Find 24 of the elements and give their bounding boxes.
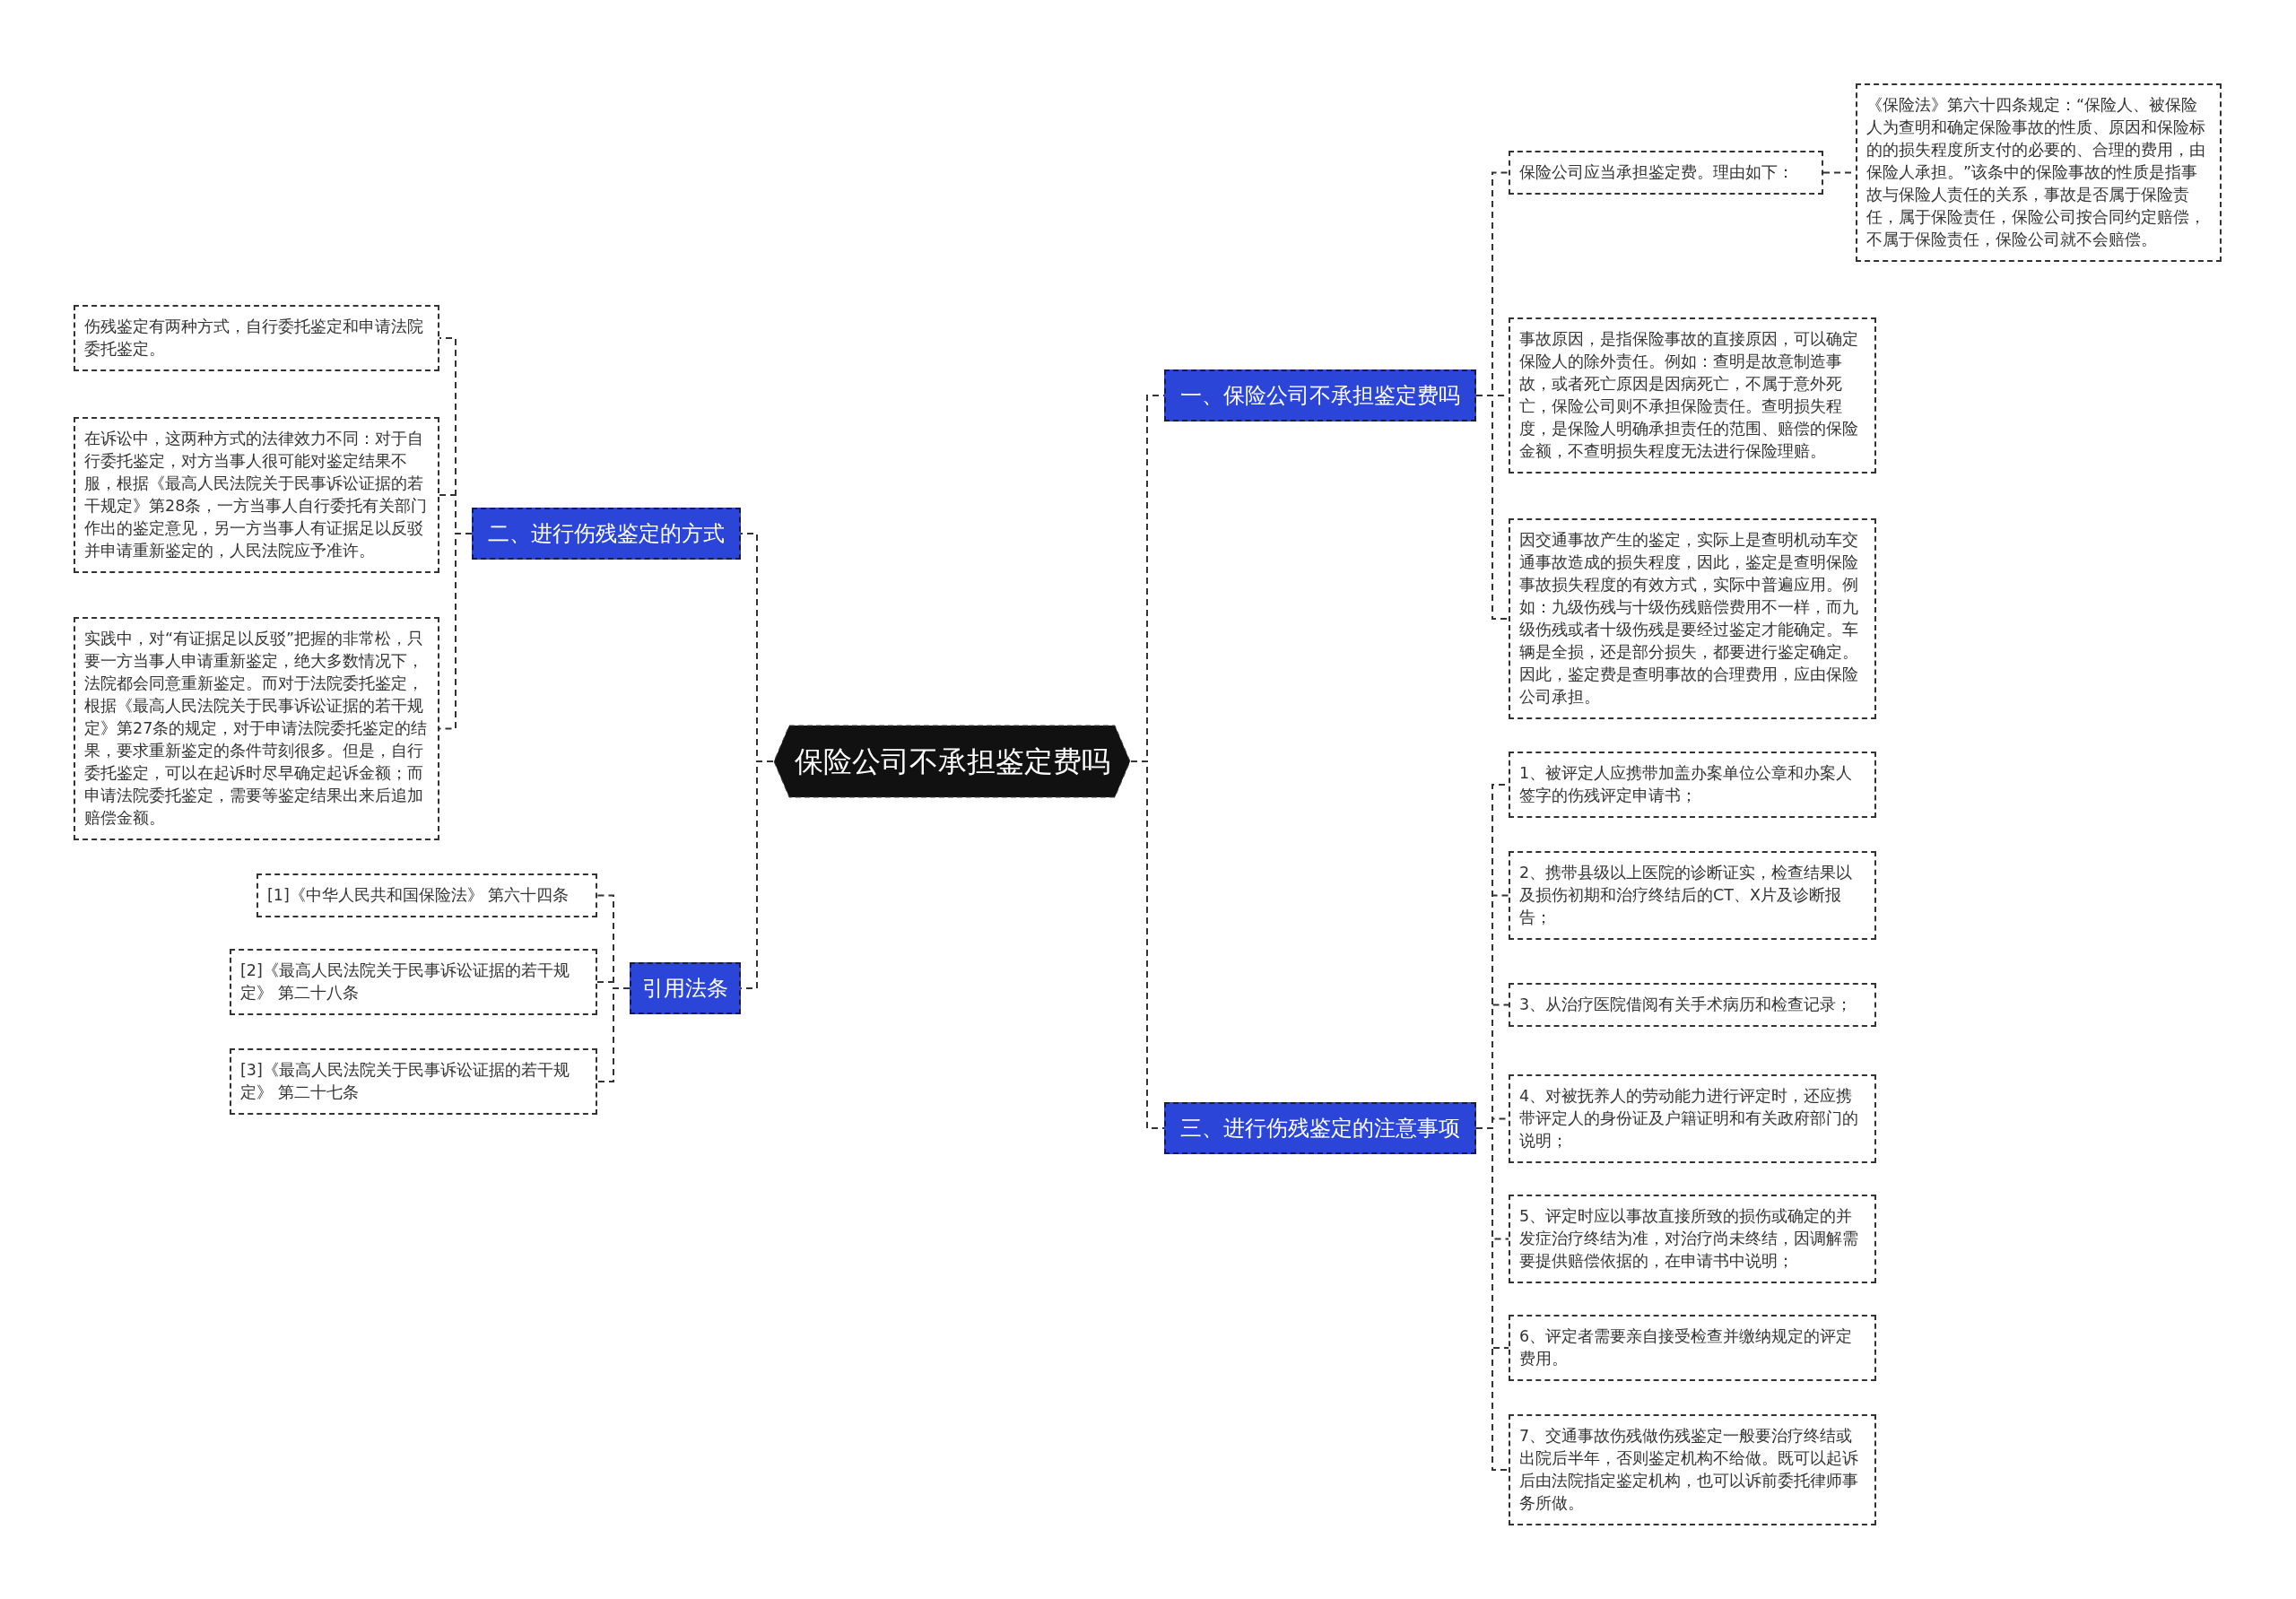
branch-topic-box: 二、进行伤残鉴定的方式 [472, 508, 741, 560]
text-box: 1、被评定人应携带加盖办案单位公章和办案人签字的伤残评定申请书； [1509, 752, 1876, 818]
text-box: 3、从治疗医院借阅有关手术病历和检查记录； [1509, 982, 1876, 1027]
central-topic: 保险公司不承担鉴定费吗 [773, 725, 1131, 798]
text-box: 因交通事故产生的鉴定，实际上是查明机动车交通事故造成的损失程度，因此，鉴定是查明保险事故损失程度的有效方式，实际中普遍应用。例如：九级伤残与十级伤残赔偿费用不一样，而九级伤残或者十级伤残是要经过鉴定才能确定。车辆是全损，还是部分损失，都要进行鉴定确定。因此，鉴定费是查明事故的合理费用，应由保险公司承担。 [1509, 518, 1876, 719]
text-box: 7、交通事故伤残做伤残鉴定一般要治疗终结或出院后半年，否则鉴定机构不给做。既可以起诉后由法院指定鉴定机构，也可以诉前委托律师事务所做。 [1509, 1414, 1876, 1525]
text-box: 6、评定者需要亲自接受检查并缴纳规定的评定费用。 [1509, 1315, 1876, 1381]
text-box: 事故原因，是指保险事故的直接原因，可以确定保险人的除外责任。例如：查明是故意制造事故，或者死亡原因是因病死亡，不属于意外死亡，保险公司则不承担保险责任。查明损失程度，是保险人明确承担责任的范围、赔偿的保险金额，不查明损失程度无法进行保险理赔。 [1509, 317, 1876, 474]
text-box: [1]《中华人民共和国保险法》 第六十四条 [257, 873, 597, 917]
connector-line [1475, 395, 1509, 620]
text-box: 4、对被抚养人的劳动能力进行评定时，还应携带评定人的身份证及户籍证明和有关政府部门的说明； [1509, 1073, 1876, 1163]
text-box: 保险公司应当承担鉴定费。理由如下： [1509, 150, 1823, 195]
branch-topic-box: 三、进行伤残鉴定的注意事项 [1164, 1102, 1476, 1154]
text-box: 实践中，对“有证据足以反驳”把握的非常松，只要一方当事人申请重新鉴定，绝大多数情况下，法院都会同意重新鉴定。而对于法院委托鉴定，根据《最高人民法院关于民事诉讼证据的若干规定》第27条的规定，对于申请法院委托鉴定的结果，要求重新鉴定的条件苛刻很多。但是，自行委托鉴定，可以在起诉时尽早确定起诉金额；而申请法院委托鉴定，需要等鉴定结果出来后追加赔偿金额。 [74, 616, 439, 840]
text-box: [3]《最高人民法院关于民事诉讼证据的若干规定》 第二十七条 [230, 1048, 597, 1115]
connector-line [596, 987, 631, 1082]
text-box: 5、评定时应以事故直接所致的损伤或确定的并发症治疗终结为准，对治疗尚未终结，因调解需要提供赔偿依据的，在申请书中说明； [1509, 1194, 1876, 1283]
text-box: 2、携带县级以上医院的诊断证实，检查结果以及损伤初期和治疗终结后的CT、X片及诊断报告； [1509, 850, 1876, 940]
text-box: 《保险法》第六十四条规定：“保险人、被保险人为查明和确定保险事故的性质、原因和保险标的的损失程度所支付的必要的、合理的费用，由保险人承担。”该条中的保险事故的性质是指事故与保险人责任的关系，事故是否属于保险责任，属于保险责任，保险公司按合同约定赔偿，不属于保险责任，保险公司就不会赔偿。 [1856, 83, 2222, 262]
branch-topic-box: 一、保险公司不承担鉴定费吗 [1164, 369, 1476, 421]
branch-topic-box: 引用法条 [630, 962, 741, 1014]
text-box: 伤残鉴定有两种方式，自行委托鉴定和申请法院委托鉴定。 [74, 305, 439, 371]
text-box: [2]《最高人民法院关于民事诉讼证据的若干规定》 第二十八条 [230, 949, 597, 1015]
text-box: 在诉讼中，这两种方式的法律效力不同：对于自行委托鉴定，对方当事人很可能对鉴定结果不服，根据《最高人民法院关于民事诉讼证据的若干规定》第28条，一方当事人自行委托有关部门作出的鉴定意见，另一方当事人有证据足以反驳并申请重新鉴定的，人民法院应予准许。 [74, 417, 439, 573]
